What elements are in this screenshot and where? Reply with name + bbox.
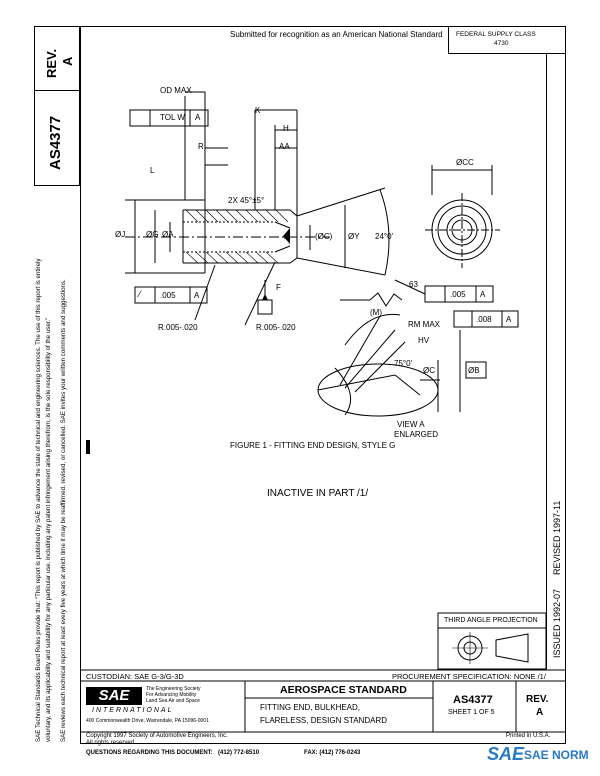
inactive-note: INACTIVE IN PART /1/: [267, 488, 369, 499]
phone: (412) 772-8510: [218, 750, 260, 756]
label-dia-cc: ØCC: [456, 158, 474, 167]
tol-flatness-icon-1: ⁄: [139, 289, 141, 299]
label-rm-max: RM MAX: [408, 320, 440, 329]
label-l: L: [150, 166, 155, 175]
sheet-number: SHEET 1 OF 5: [448, 709, 495, 716]
label-od-max: OD MAX: [160, 86, 192, 95]
custodian: CUSTODIAN: SAE G-3/G-3D: [86, 672, 184, 681]
label-angle-75: 75°0': [394, 359, 413, 368]
footer-doc-number: AS4377: [453, 694, 493, 706]
rights: All rights reserved.: [86, 740, 136, 746]
label-aa: AA: [279, 142, 290, 151]
main-frame: [80, 26, 566, 744]
right-strip-line: [546, 54, 547, 669]
label-chamfer: 2X 45°±5°: [228, 196, 265, 205]
label-radius-2: R.005-.020: [256, 323, 296, 332]
label-tol-008: .008: [476, 315, 492, 324]
label-h: H: [283, 124, 289, 133]
sae-address: 400 Commonwealth Drive, Warrendale, PA 1…: [86, 718, 209, 724]
label-tol-w-datum: A: [195, 113, 201, 122]
sae-tagline-3: Land Sea Air and Space: [146, 698, 200, 704]
label-tol-005-left-datum: A: [194, 291, 200, 300]
label-tol-w: TOL W: [160, 113, 185, 122]
figure-caption: FIGURE 1 - FITTING END DESIGN, STYLE G: [230, 441, 396, 450]
federal-supply-box: [448, 26, 566, 54]
label-datum-a: A: [284, 234, 289, 241]
sae-logo: SAE: [86, 687, 142, 705]
label-tol-005-left: .005: [160, 291, 176, 300]
footer-rev-label: REV.: [526, 694, 549, 705]
sae-tagline-1: The Engineering Society: [146, 686, 201, 692]
label-dia-y: ØY: [348, 232, 360, 241]
federal-supply-label: FEDERAL SUPPLY CLASS: [456, 31, 536, 38]
label-dia-c: ØC: [423, 366, 435, 375]
label-finish-63: 63: [409, 280, 418, 289]
copyright: Copyright 1997 Society of Automotive Eng…: [86, 733, 228, 739]
label-r: R: [198, 142, 204, 151]
label-enlarged: ENLARGED: [394, 430, 439, 439]
footer-rev-value: A: [536, 707, 544, 718]
fax: FAX: (412) 776-0243: [304, 750, 361, 756]
third-angle-label: THIRD ANGLE PROJECTION: [444, 617, 538, 624]
aerospace-standard: AEROSPACE STANDARD: [280, 684, 407, 696]
label-dia-dc: (ØC): [315, 232, 333, 241]
procurement-spec: PROCUREMENT SPECIFICATION: NONE /1/: [392, 672, 546, 681]
label-radius-1: R.005-.020: [158, 323, 198, 332]
label-k: K: [255, 106, 261, 115]
label-tol-005-right-datum: A: [480, 290, 486, 299]
label-dia-j: ØJ: [115, 230, 126, 239]
watermark-mark: SAE: [487, 744, 525, 764]
label-tol-005-right: .005: [450, 290, 466, 299]
left-strip-frame: [34, 26, 80, 186]
label-m: (M): [370, 308, 382, 317]
printed-in: Printed in U.S.A.: [506, 733, 551, 739]
title-line-1: FITTING END, BULKHEAD,: [260, 703, 361, 712]
label-tol-008-datum: A: [506, 315, 512, 324]
federal-supply-value: 4730: [494, 40, 509, 47]
label-f: F: [276, 283, 281, 292]
watermark-text: SAE NORM: [524, 748, 589, 762]
left-strip-divider: [34, 90, 80, 91]
label-dia-g: ØG: [146, 230, 159, 239]
submitted-text: Submitted for recognition as an American…: [230, 30, 443, 39]
label-dia-a: ØA: [162, 230, 174, 239]
title-line-2: FLARELESS, DESIGN STANDARD: [260, 716, 387, 725]
label-dia-b: ØB: [468, 366, 480, 375]
label-view-a: VIEW A: [397, 420, 425, 429]
label-angle-24: 24°0': [375, 232, 394, 241]
label-hv: HV: [418, 336, 430, 345]
sae-tagline-2: For Advancing Mobility: [146, 692, 197, 698]
questions: QUESTIONS REGARDING THIS DOCUMENT:: [86, 750, 213, 756]
sae-international: INTERNATIONAL: [92, 707, 174, 714]
